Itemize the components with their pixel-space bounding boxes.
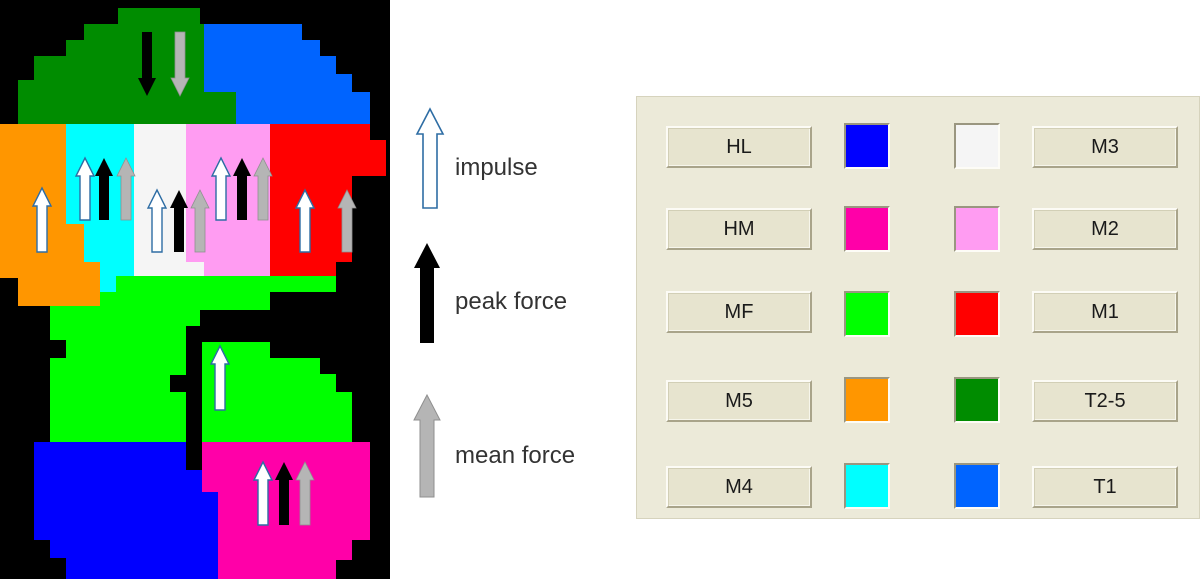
region-m5	[0, 124, 100, 306]
impulse-legend-arrow	[415, 107, 445, 209]
impulse-label: impulse	[455, 154, 538, 181]
mean-force-legend-arrow	[413, 393, 441, 498]
region-m1	[270, 124, 386, 276]
m3-peak-force-arrow	[170, 190, 188, 252]
peak-force-legend-arrow	[414, 243, 440, 343]
key-tag-right-0: M3	[1032, 126, 1178, 168]
mean-force-label: mean force	[455, 442, 576, 469]
hm-impulse-arrow	[252, 460, 274, 526]
region-t1	[204, 24, 370, 124]
m2-mean-force-arrow	[253, 157, 273, 221]
key-swatch-right-2	[954, 291, 1000, 337]
m1-impulse-arrow	[294, 188, 316, 253]
key-tag-left-2: MF	[666, 291, 812, 333]
key-swatch-right-1	[954, 206, 1000, 252]
key-tag-left-0: HL	[666, 126, 812, 168]
key-swatch-left-1	[844, 206, 890, 252]
region-mf-lateral	[202, 342, 352, 442]
key-tag-left-3: M5	[666, 380, 812, 422]
m1-mean-force-arrow	[337, 189, 357, 253]
region-color-key-panel: HL HM MF M5 M4 M3 M2 M1 T2-5 T1	[636, 96, 1200, 519]
region-m2	[186, 124, 270, 276]
mf-impulse-arrow	[209, 344, 231, 411]
key-swatch-left-2	[844, 291, 890, 337]
arrow-type-legend: impulse peak force mean force	[400, 95, 620, 515]
key-tag-right-4: T1	[1032, 466, 1178, 508]
m4-impulse-arrow	[74, 156, 96, 221]
m3-impulse-arrow	[146, 188, 168, 253]
m2-peak-force-arrow	[233, 158, 251, 220]
legend-arrows	[413, 107, 445, 498]
key-swatch-right-3	[954, 377, 1000, 423]
key-swatch-left-0	[844, 123, 890, 169]
key-tag-right-2: M1	[1032, 291, 1178, 333]
key-swatch-right-4	[954, 463, 1000, 509]
key-tag-left-1: HM	[666, 208, 812, 250]
t2-5-mean-force-arrow	[170, 31, 190, 97]
region-hl	[34, 442, 218, 579]
hm-peak-force-arrow	[275, 462, 293, 525]
m5-impulse-arrow	[31, 186, 53, 253]
m4-peak-force-arrow	[95, 158, 113, 220]
key-swatch-right-0	[954, 123, 1000, 169]
key-tag-right-3: T2-5	[1032, 380, 1178, 422]
m4-mean-force-arrow	[116, 157, 136, 221]
key-swatch-left-3	[844, 377, 890, 423]
m2-impulse-arrow	[210, 156, 232, 221]
m3-mean-force-arrow	[190, 189, 210, 253]
key-swatch-left-4	[844, 463, 890, 509]
key-tag-left-4: M4	[666, 466, 812, 508]
key-tag-right-1: M2	[1032, 208, 1178, 250]
t2-5-peak-force-arrow	[138, 32, 156, 96]
foot-pressure-map	[0, 0, 390, 579]
region-mf	[50, 276, 336, 442]
peak-force-label: peak force	[455, 288, 568, 315]
hm-mean-force-arrow	[295, 461, 315, 526]
